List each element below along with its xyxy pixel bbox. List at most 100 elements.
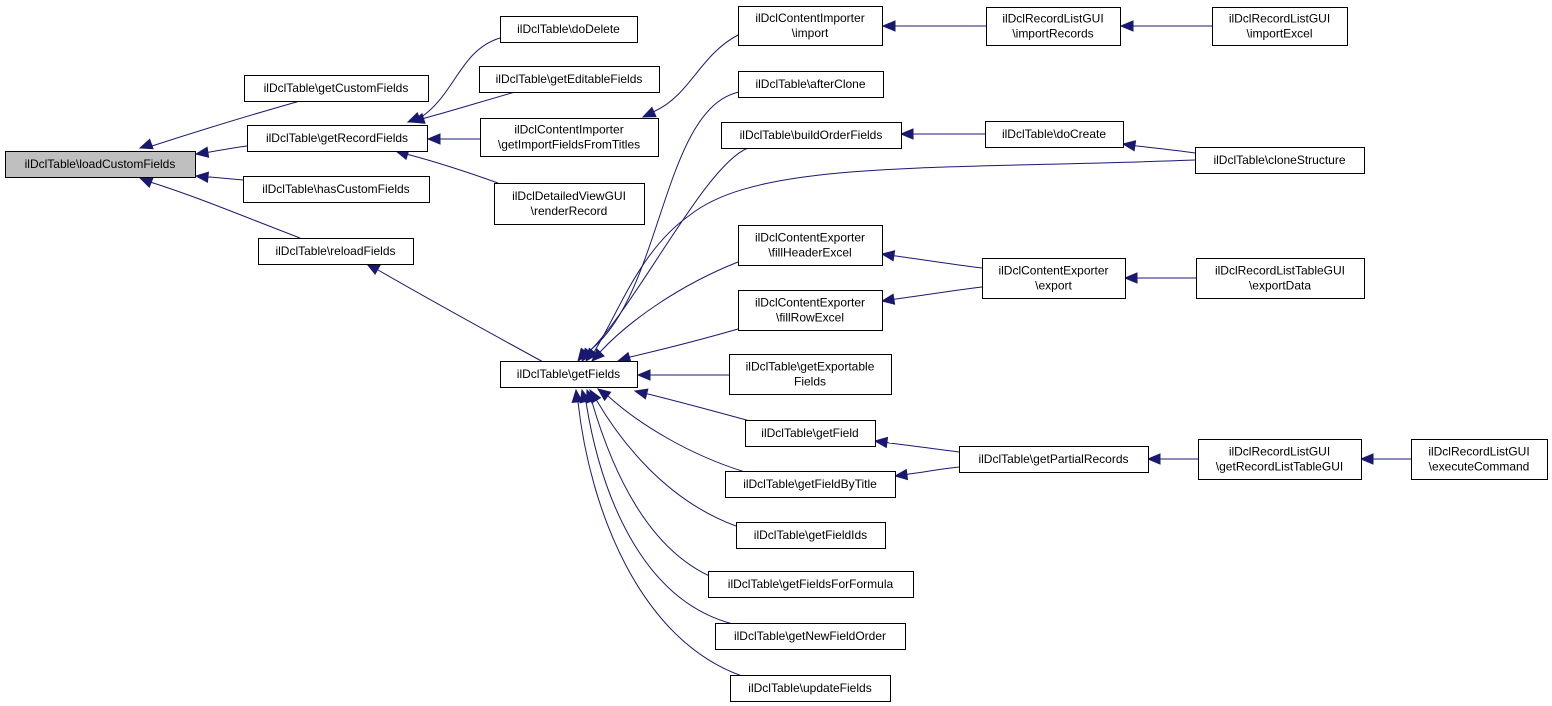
node-label: ilDclTable\loadCustomFields [25,157,176,171]
edge-line [893,255,983,269]
node-getNewFieldOrder[interactable]: ilDclTable\getNewFieldOrder [715,623,906,650]
node-box [721,122,902,149]
node-getRecordListTableGUI[interactable]: ilDclRecordListGUI\getRecordListTableGUI [1198,439,1362,480]
node-buildOrderFields[interactable]: ilDclTable\buildOrderFields [721,122,902,149]
node-doCreate[interactable]: ilDclTable\doCreate [985,121,1124,148]
node-box [500,361,638,388]
node-box [729,354,892,395]
node-doDelete[interactable]: ilDclTable\doDelete [500,16,638,43]
edge-getCustomFields-to-loadCustomFields [138,100,301,150]
node-label: ilDclTable\doDelete [517,22,620,36]
node-hasCustomFields[interactable]: ilDclTable\hasCustomFields [243,176,430,203]
node-executeCommand[interactable]: ilDclRecordListGUI\executeCommand [1411,439,1548,480]
edge-executeCommand-to-getRecordListTableGUI [1359,453,1411,465]
edge-reloadFields-to-loadCustomFields [138,177,301,239]
node-renderRecord[interactable]: ilDclDetailedViewGUI\renderRecord [494,183,645,225]
edge-getPartialRecords-to-getField [873,436,960,453]
node-label: \fillHeaderExcel [768,246,851,260]
arrowhead [873,436,889,449]
edge-export-to-fillRowExcel [880,286,983,305]
edge-cloneStructure-to-doCreate [1121,140,1196,154]
edge-line [377,269,546,364]
node-label: ilDclRecordListGUI [1229,12,1330,26]
edge-hasCustomFields-to-loadCustomFields [194,171,244,183]
arrowhead [591,348,605,362]
node-getFieldsForFormula[interactable]: ilDclTable\getFieldsForFormula [708,571,914,598]
node-fillHeaderExcel[interactable]: ilDclContentExporter\fillHeaderExcel [738,225,883,266]
node-getFields[interactable]: ilDclTable\getFields [500,361,638,388]
node-box [243,176,430,203]
edge-line [595,399,737,527]
edge-import-to-getImportFieldsFromTitles [641,34,739,118]
node-label: ilDclRecordListGUI [1428,445,1529,459]
node-reloadFields[interactable]: ilDclTable\reloadFields [258,238,414,265]
node-getPartialRecords[interactable]: ilDclTable\getPartialRecords [959,446,1149,473]
node-box [738,6,883,46]
edge-line [407,153,499,184]
node-import[interactable]: ilDclContentImporter\import [738,6,883,46]
node-box [715,623,906,650]
arrowhead [410,112,426,124]
node-label: \getImportFieldsFromTitles [498,138,640,152]
edge-export-to-fillHeaderExcel [880,250,983,269]
node-box [725,471,896,498]
node-importRecords[interactable]: ilDclRecordListGUI\importRecords [986,7,1121,46]
node-label: ilDclTable\buildOrderFields [740,128,883,142]
arrowhead [138,177,154,188]
node-importExcel[interactable]: ilDclRecordListGUI\importExcel [1212,7,1348,46]
node-getFieldByTitle[interactable]: ilDclTable\getFieldByTitle [725,471,896,498]
edge-getFieldByTitle-to-getFields [596,388,746,473]
edge-line [150,100,301,147]
node-box [480,118,659,157]
edge-getRecordFields-to-loadCustomFields [194,145,248,158]
node-box [738,225,883,266]
node-label: \importExcel [1246,27,1312,41]
edge-line [423,91,516,120]
edge-line [588,147,749,353]
node-label: \import [792,26,829,40]
node-cloneStructure[interactable]: ilDclTable\cloneStructure [1195,147,1365,174]
node-getField[interactable]: ilDclTable\getField [745,420,876,447]
node-box [736,522,886,549]
node-getRecordFields[interactable]: ilDclTable\getRecordFields [247,125,428,152]
arrowhead [893,468,909,481]
node-updateFields[interactable]: ilDclTable\updateFields [730,675,891,702]
node-label: ilDclTable\getRecordFields [266,131,408,145]
node-exportData[interactable]: ilDclRecordListTableGUI\exportData [1196,258,1365,299]
arrowhead [1359,453,1374,465]
node-afterClone[interactable]: ilDclTable\afterClone [738,71,884,98]
node-box [959,446,1149,473]
node-box [745,420,876,447]
node-box [258,238,414,265]
node-label: ilDclTable\getCustomFields [264,81,409,95]
node-box [244,75,429,102]
node-loadCustomFields[interactable]: ilDclTable\loadCustomFields [5,151,196,178]
arrowhead [1119,20,1134,32]
node-export[interactable]: ilDclContentExporter\export [982,258,1126,299]
node-getCustomFields[interactable]: ilDclTable\getCustomFields [244,75,429,102]
edge-getImportFieldsFromTitles-to-getRecordFields [426,133,480,145]
arrowhead [641,106,657,118]
node-getImportFieldsFromTitles[interactable]: ilDclContentImporter\getImportFieldsFrom… [480,118,659,157]
node-box [1195,147,1365,174]
edge-fillHeaderExcel-to-getFields [591,261,739,362]
node-fillRowExcel[interactable]: ilDclContentExporter\fillRowExcel [738,290,883,331]
arrowhead [426,133,441,145]
node-label: \exportData [1249,279,1311,293]
node-box [985,121,1124,148]
edge-line [906,466,960,476]
node-label: ilDclContentImporter [755,11,864,25]
node-label: ilDclTable\reloadFields [275,244,395,258]
node-label: ilDclTable\hasCustomFields [262,182,409,196]
edge-doCreate-to-buildOrderFields [899,128,985,140]
node-label: \getRecordListTableGUI [1216,460,1343,474]
node-box [1411,439,1548,480]
node-getEditableFields[interactable]: ilDclTable\getEditableFields [479,66,660,93]
edge-layer [138,20,1411,677]
node-getFieldIds[interactable]: ilDclTable\getFieldIds [736,522,886,549]
arrowhead [585,347,599,363]
edge-line [207,176,244,181]
arrowhead [880,293,896,305]
